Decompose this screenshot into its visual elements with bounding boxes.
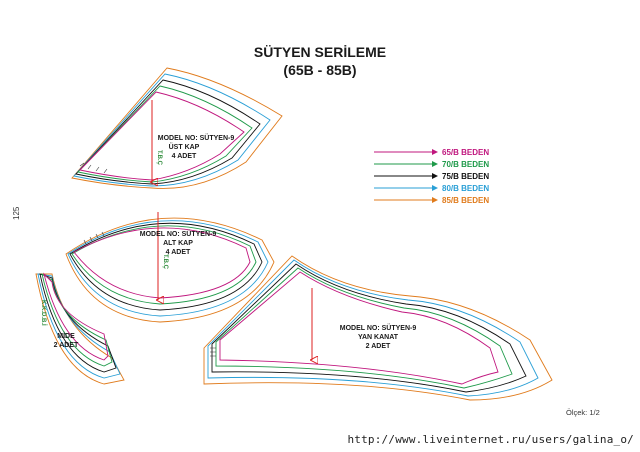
ust-kap-outline-70: [77, 85, 253, 183]
legend-item-70: 70/B BEDEN: [374, 160, 489, 169]
legend-item-65: 65/B BEDEN: [374, 148, 489, 157]
ust-kap-grain-label: T.B.Ç: [156, 150, 162, 166]
alt-kap-outline-75: [69, 222, 263, 311]
piece-mide: [35, 272, 125, 385]
mide-grain-label: K.K.D.B.İ: [40, 300, 47, 326]
legend-label-80: 80/B BEDEN: [442, 184, 489, 193]
alt-kap-model: MODEL NO: SÜTYEN-9: [140, 229, 217, 238]
ust-kap-model: MODEL NO: SÜTYEN-9: [158, 133, 235, 142]
alt-kap-outline-70: [71, 225, 257, 305]
legend-arrow-75: [432, 173, 438, 179]
yan-kanat-name: YAN KANAT: [358, 334, 399, 341]
legend-arrow-70: [432, 161, 438, 167]
legend-item-85: 85/B BEDEN: [374, 196, 489, 205]
yan-kanat-outline-80: [207, 259, 539, 397]
piece-yan-kanat: [203, 255, 553, 401]
legend-arrow-65: [432, 149, 438, 155]
alt-kap-outline-85: [65, 217, 275, 323]
mide-name: MİDE: [57, 332, 75, 340]
legend-label-70: 70/B BEDEN: [442, 160, 489, 169]
alt-kap-grain-label: T.B.Ç: [162, 254, 168, 270]
alt-kap-notches: [83, 231, 105, 245]
page-title: SÜTYEN SERİLEME: [253, 44, 387, 60]
mide-outline-70: [41, 273, 113, 367]
legend-label-75: 75/B BEDEN: [442, 172, 489, 181]
piece-ust-kap: [71, 67, 283, 189]
alt-kap-outline-65: [73, 227, 251, 299]
yan-kanat-qty: 2 ADET: [366, 343, 391, 350]
yan-kanat-outline-75: [211, 263, 527, 393]
ust-kap-name: ÜST KAP: [169, 142, 200, 151]
ust-kap-outline-75: [75, 79, 261, 185]
ust-kap-notches: [79, 162, 108, 174]
piece-alt-kap: [65, 212, 275, 323]
legend-item-80: 80/B BEDEN: [374, 184, 489, 193]
watermark-url: http://www.liveinternet.ru/users/galina_…: [347, 433, 634, 446]
ust-kap-outline-65: [79, 91, 245, 181]
mide-qty: 2 ADET: [54, 342, 79, 349]
yan-kanat-outline-65: [219, 271, 499, 385]
legend-item-75: 75/B BEDEN: [374, 172, 489, 181]
yan-kanat-outline-85: [203, 255, 553, 401]
size-legend: 65/B BEDEN 70/B BEDEN 75/B BEDEN 80/B BE…: [374, 148, 489, 205]
ust-kap-outline-85: [71, 67, 283, 189]
ust-kap-outline-80: [73, 73, 271, 187]
alt-kap-outline-80: [67, 220, 269, 317]
ust-kap-qty: 4 ADET: [172, 153, 197, 160]
yan-kanat-outline-70: [215, 267, 513, 389]
scale-note: Ölçek: 1/2: [566, 408, 600, 417]
legend-label-65: 65/B BEDEN: [442, 148, 489, 157]
legend-label-85: 85/B BEDEN: [442, 196, 489, 205]
legend-arrow-85: [432, 197, 438, 203]
alt-kap-qty: 4 ADET: [166, 249, 191, 256]
page-subtitle: (65B - 85B): [283, 62, 357, 78]
legend-arrow-80: [432, 185, 438, 191]
yan-kanat-notches: [210, 347, 216, 357]
alt-kap-name: ALT KAP: [163, 240, 193, 247]
mide-outline-65: [43, 272, 109, 361]
yan-kanat-model: MODEL NO: SÜTYEN-9: [340, 323, 417, 332]
